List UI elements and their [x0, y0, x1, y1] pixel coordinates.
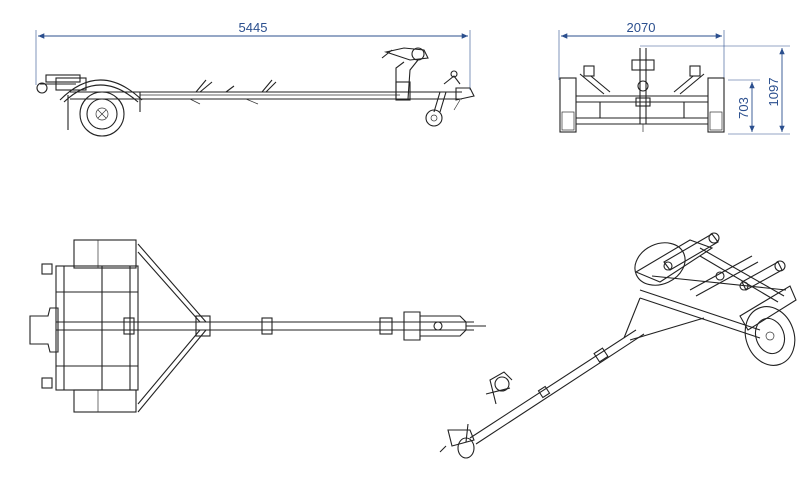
length-dimension: 5445 [35, 20, 471, 90]
side-view: 5445 [35, 20, 475, 137]
winch-post [381, 47, 429, 101]
iso-jockey-wheel [439, 423, 475, 459]
iso-right-wheel [744, 306, 796, 366]
height-dimensions: 703 1097 [640, 45, 790, 135]
height-low-label: 703 [736, 97, 751, 119]
length-label: 5445 [239, 20, 268, 35]
isometric-view [439, 232, 797, 459]
width-dimension: 2070 [558, 20, 725, 80]
height-total-label: 1097 [766, 78, 781, 107]
width-label: 2070 [627, 20, 656, 35]
top-view [29, 239, 486, 413]
rear-view: 2070 703 1097 [558, 20, 790, 135]
jockey-wheel [425, 70, 461, 127]
rear-wheel [79, 91, 125, 137]
iso-winch [485, 371, 513, 405]
